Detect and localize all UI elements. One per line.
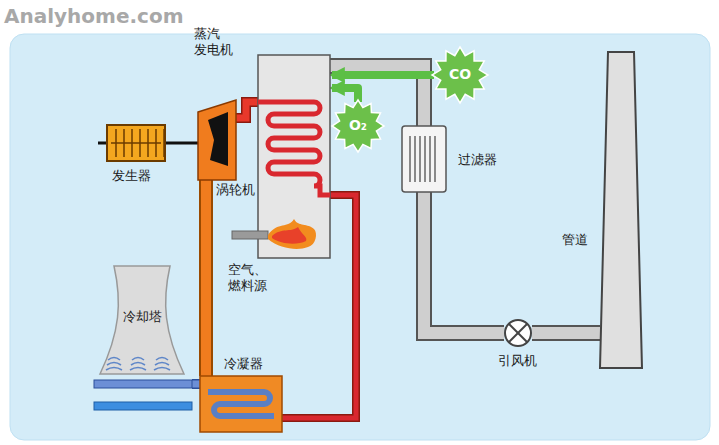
gas-arrow	[332, 75, 434, 76]
filter-box-art	[402, 126, 446, 192]
gas-arrow-body	[332, 71, 434, 79]
flue-duct-outline	[424, 192, 504, 333]
turbine-shape-art	[198, 100, 236, 180]
node-label: 管道	[562, 232, 588, 248]
gas-arrow-body	[332, 88, 358, 102]
burner-label: 空气、 燃料源	[228, 262, 270, 295]
steam-pipe	[236, 102, 258, 118]
cooling-tower-art	[92, 262, 192, 412]
generator-box: 发生器	[106, 124, 166, 162]
steam-pipe-body	[236, 102, 258, 118]
flue-duct	[424, 192, 504, 333]
node-label: 引风机	[498, 353, 537, 369]
node-label: CO	[449, 66, 471, 84]
stack-shape-art	[600, 52, 642, 368]
generator-box-art	[106, 124, 166, 162]
steam-pipe-outline	[236, 102, 258, 118]
node-label: 涡轮机	[216, 182, 255, 198]
stack-shape: 管道	[600, 52, 642, 368]
fan-symbol-art	[504, 319, 532, 347]
flue-duct-body	[532, 327, 600, 339]
watermark: Analyhome.com	[4, 4, 184, 29]
node-label: 冷凝器	[224, 356, 263, 372]
exhaust-steam-pipe-outline	[199, 180, 213, 376]
condenser-box-art	[200, 376, 282, 432]
node-label: 发生器	[112, 168, 151, 184]
flue-duct	[532, 333, 600, 334]
node-label: 蒸汽 发电机	[194, 26, 238, 59]
cooling-water-pipe-body	[192, 381, 200, 388]
exhaust-steam-pipe-body	[201, 180, 211, 376]
co-starburst: CO	[432, 47, 488, 103]
cooling-water-pipe-outline	[192, 379, 200, 389]
cooling-tower: 冷却塔	[92, 262, 192, 412]
node-label: 过滤器	[458, 152, 497, 168]
fan-symbol: 引风机	[504, 319, 532, 347]
shaft-line-body	[166, 142, 198, 145]
shaft-line	[166, 143, 198, 144]
filter-box: 过滤器	[402, 126, 446, 192]
node-label: 冷却塔	[123, 309, 162, 325]
exhaust-steam-pipe	[206, 180, 207, 376]
gas-arrow	[332, 88, 358, 102]
flue-duct-body	[424, 192, 504, 333]
boiler-box-art	[258, 55, 330, 258]
flue-duct-outline	[532, 325, 600, 341]
turbine-shape: 涡轮机	[198, 100, 236, 180]
node-label: O₂	[349, 117, 367, 135]
condenser-box: 冷凝器	[200, 376, 282, 432]
boiler-box: 蒸汽 发电机	[258, 55, 330, 258]
cooling-water-pipe	[192, 384, 200, 385]
o2-starburst: O₂	[332, 100, 384, 152]
